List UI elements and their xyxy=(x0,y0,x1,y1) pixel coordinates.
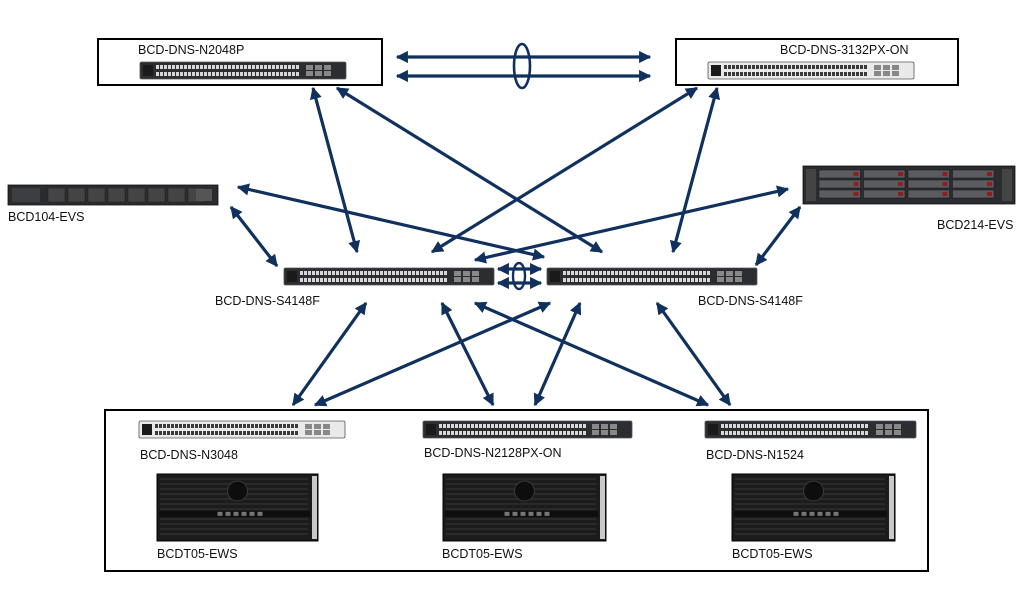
switch-n1524-icon xyxy=(704,420,917,439)
connection-arrows xyxy=(229,50,802,407)
link-core-left-n3048 xyxy=(291,302,368,406)
top-right-switch-box xyxy=(675,38,959,86)
link-core-left-n1524 xyxy=(473,301,710,407)
link-core-right-n3048 xyxy=(313,301,552,407)
link-bcd214-core-left xyxy=(473,185,790,264)
label-right-server: BCD214-EVS xyxy=(937,218,1013,232)
workstation-2-icon xyxy=(442,473,607,542)
access-layer-box xyxy=(104,409,929,572)
server-bcd104-icon xyxy=(7,184,219,206)
core-switch-left-icon xyxy=(283,267,495,286)
core-lag-icon xyxy=(511,261,527,291)
switch-n2048p-icon xyxy=(139,61,347,80)
label-workstation-3: BCDT05-EWS xyxy=(732,547,813,561)
label-top-right-switch: BCD-DNS-3132PX-ON xyxy=(780,43,909,57)
top-left-switch-box xyxy=(97,38,383,86)
label-workstation-1: BCDT05-EWS xyxy=(157,547,238,561)
label-core-right: BCD-DNS-S4148F xyxy=(698,294,803,308)
label-core-left: BCD-DNS-S4148F xyxy=(215,294,320,308)
link-core-left-n2128 xyxy=(440,301,495,407)
label-top-left-switch: BCD-DNS-N2048P xyxy=(138,43,244,57)
top-lag-icon xyxy=(512,42,532,90)
link-bcd104-core-left xyxy=(229,206,279,267)
label-workstation-2: BCDT05-EWS xyxy=(442,547,523,561)
switch-3132px-on-icon xyxy=(707,61,915,80)
switch-n3048-icon xyxy=(138,420,346,439)
switch-n2128px-on-icon xyxy=(422,420,633,439)
core-switch-right-icon xyxy=(546,267,758,286)
workstation-1-icon xyxy=(156,473,319,542)
link-bcd104-core-right xyxy=(236,183,546,261)
label-bottom-switch-2: BCD-DNS-N2128PX-ON xyxy=(424,446,562,460)
storage-server-bcd214-icon xyxy=(802,165,1016,205)
link-core-right-n2128 xyxy=(533,301,582,407)
link-n2048p-core-left xyxy=(309,86,361,254)
workstation-3-icon xyxy=(731,473,896,542)
label-left-server: BCD104-EVS xyxy=(8,210,84,224)
link-bcd214-core-right xyxy=(754,206,802,266)
link-3132px-core-right xyxy=(669,86,721,254)
label-bottom-switch-3: BCD-DNS-N1524 xyxy=(706,448,804,462)
label-bottom-switch-1: BCD-DNS-N3048 xyxy=(140,448,238,462)
link-core-right-n1524 xyxy=(655,302,732,406)
